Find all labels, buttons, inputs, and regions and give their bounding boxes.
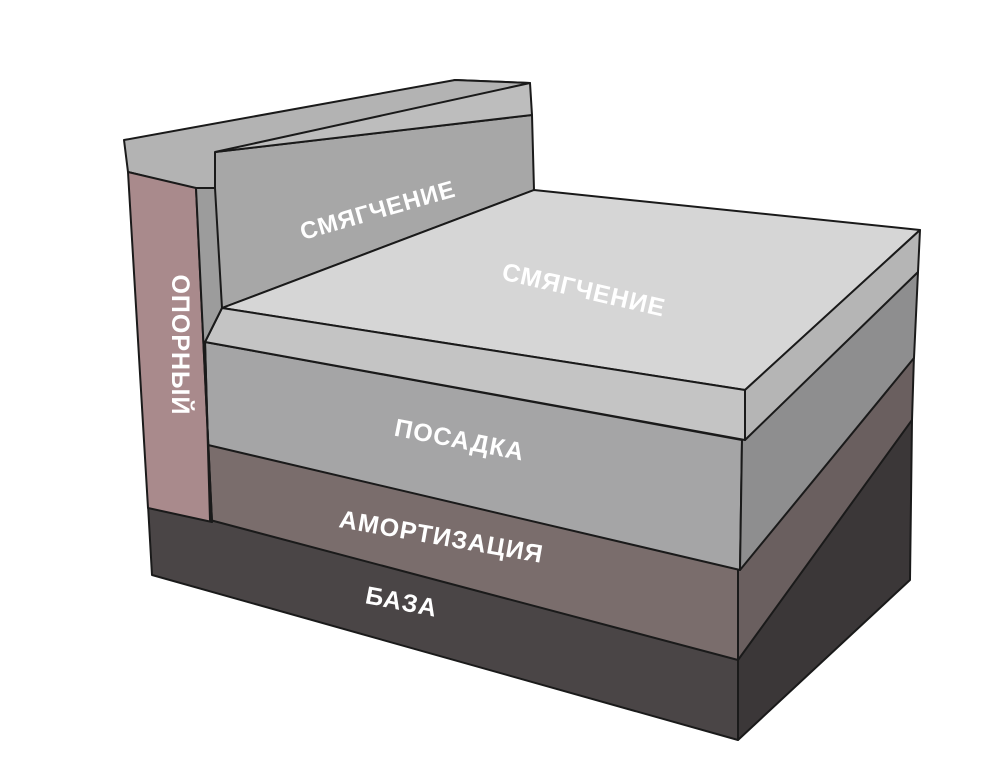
seat-cushion [204, 189, 921, 441]
seat-cushion-side-face [744, 229, 921, 441]
support-inner-face [195, 187, 223, 523]
support-label: ОПОРНЫЙ [166, 274, 196, 415]
support-panel [123, 79, 531, 523]
